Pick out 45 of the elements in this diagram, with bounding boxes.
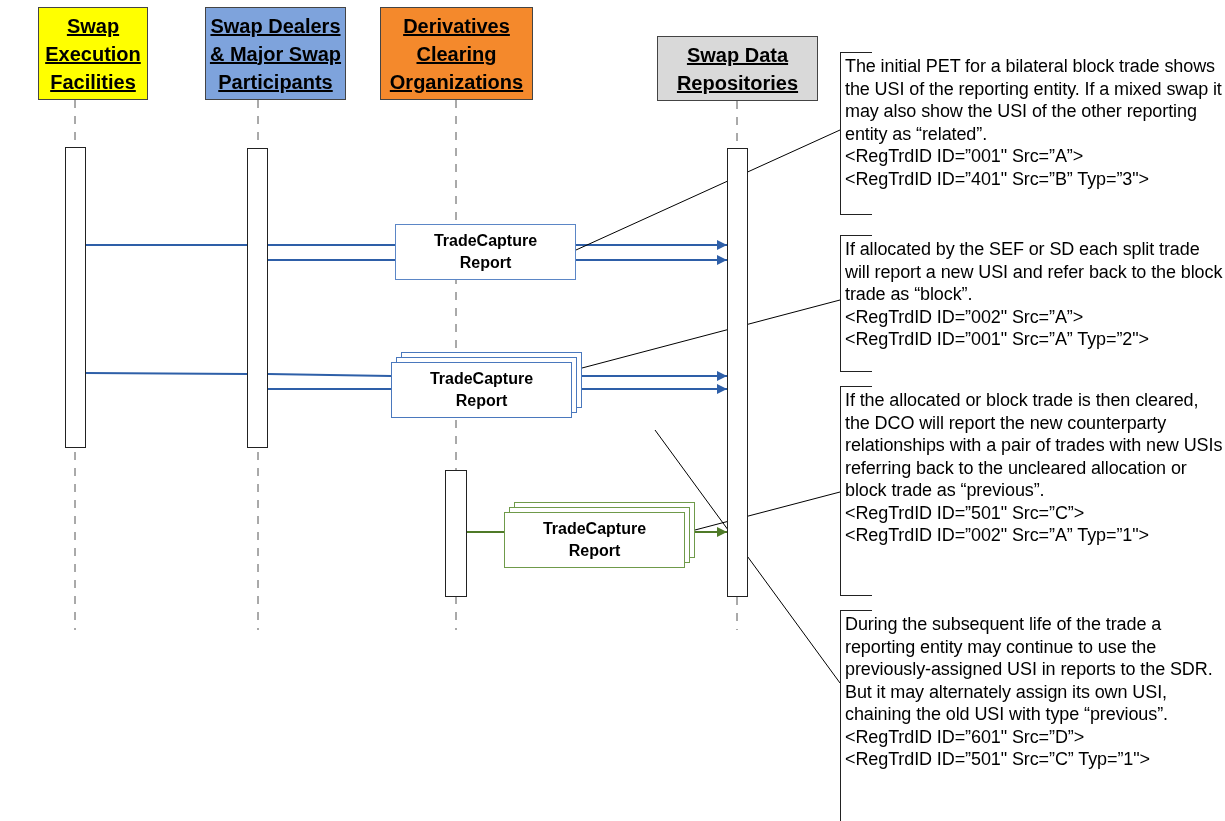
participant-box [657,36,818,101]
code-line: <RegTrdID ID=”001" Src=”A”> [845,145,1085,168]
participant-title: Swap Dealers & Major Swap Participants [208,13,343,95]
message-arrow [581,384,728,394]
leader-line [575,129,841,251]
message-line [267,388,392,390]
participant-title: Derivatives Clearing Organizations [388,13,525,95]
code-line: <RegTrdID ID=”401" Src=”B” Typ=”3"> [845,167,1150,190]
code-line: <RegTrdID ID=”002" Src=”A”> [845,305,1085,328]
code-line: <RegTrdID ID=”601" Src=”D”> [845,725,1086,748]
note-text: During the subsequent life of the trade a reporting entity may continue to use the previously-assigned USI in reports to the SDR. But it may alternately assign its own USI, chaining the old USI with type “previous”. [845,613,1214,726]
message-line [85,372,248,375]
participant-box [38,7,148,100]
code-line: <RegTrdID ID=”001" Src=”A” Typ=”2"> [845,328,1150,351]
note-text: If the allocated or block trade is then cleared, the DCO will report the new counterparty relationships with a pair of trades with new USIs referring back to the uncleared allocation or block trade as “previous”. [845,389,1224,502]
message-arrow [694,527,728,537]
message-stack [391,352,582,418]
message-line [466,531,505,533]
leader-line [581,299,841,369]
code-line: <RegTrdID ID=”002" Src=”A” Typ=”1"> [845,524,1150,547]
note-text: If allocated by the SEF or SD each split trade will report a new USI and refer back to the block trade as “block”. [845,238,1224,306]
message-line [267,373,392,377]
message-arrow [575,240,728,250]
activation-bar [727,148,748,597]
code-line: <RegTrdID ID=”501" Src=”C” Typ=”1"> [845,748,1151,771]
note-text: The initial PET for a bilateral block trade shows the USI of the reporting entity. If a mixed swap it may also show the USI of the other reporting entity as “related”. [845,55,1223,145]
activation-bar [445,470,467,597]
participant-title: Swap Data Repositories [675,42,800,96]
message-arrow [581,371,728,381]
participant-box [380,7,533,100]
message-label: TradeCapture Report [541,519,648,561]
activation-bar [65,147,86,448]
activation-bar [247,148,268,448]
message-box [395,224,576,281]
message-stack [504,502,695,568]
code-line: <RegTrdID ID=”501" Src=”C”> [845,501,1086,524]
message-line [85,244,248,246]
message-arrow [575,255,728,265]
message-line [267,259,396,261]
message-label: TradeCapture Report [428,369,535,411]
participant-title: Swap Execution Facilities [44,13,142,95]
message-label: TradeCapture Report [432,231,539,273]
message-line [267,244,396,246]
participant-box [205,7,346,100]
leader-line [654,429,841,684]
